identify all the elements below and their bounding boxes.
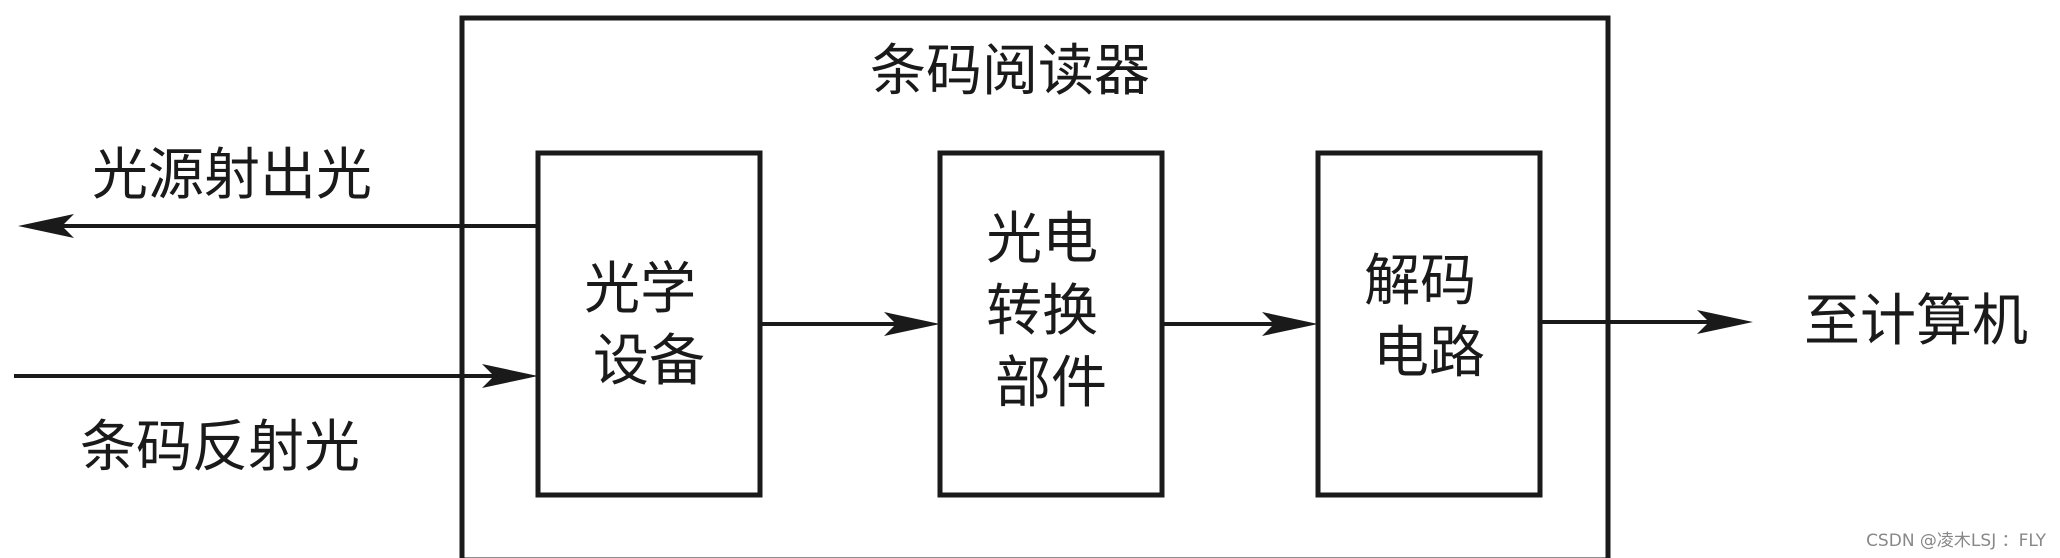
decoder-label-line-2: 电路 (1373, 321, 1485, 386)
decoder-to-computer-arrowhead (1697, 310, 1753, 334)
converter-label-line-3: 部件 (995, 351, 1107, 416)
emitted-light-arrowhead (18, 214, 74, 238)
reflected-light-arrowhead (482, 364, 538, 388)
decoder-block (1315, 150, 1543, 498)
converter-to-decoder-arrowhead (1262, 312, 1318, 336)
optics-label-line-1: 光学 (584, 257, 696, 322)
watermark-text: CSDN @凌木LSJ ：FLY (1866, 531, 2047, 551)
reader-title: 条码阅读器 (870, 39, 1150, 104)
optics-label-line-2: 设备 (593, 329, 705, 394)
converter-label-line-1: 光电 (986, 207, 1098, 272)
reflected-light-label: 条码反射光 (80, 415, 360, 480)
reader-enclosure (459, 15, 1611, 558)
optics-block (535, 150, 763, 498)
optics-to-converter-arrowhead (884, 312, 940, 336)
emitted-light-label: 光源射出光 (92, 143, 372, 208)
converter-label-line-2: 转换 (986, 279, 1098, 344)
decoder-label-line-1: 解码 (1364, 249, 1476, 314)
optics-block-label: 光学 设备 (584, 257, 714, 394)
decoder-block-label: 解码 电路 (1364, 249, 1494, 386)
converter-block-label: 光电 转换 部件 (986, 207, 1116, 416)
computer-output-label: 至计算机 (1804, 289, 2028, 354)
